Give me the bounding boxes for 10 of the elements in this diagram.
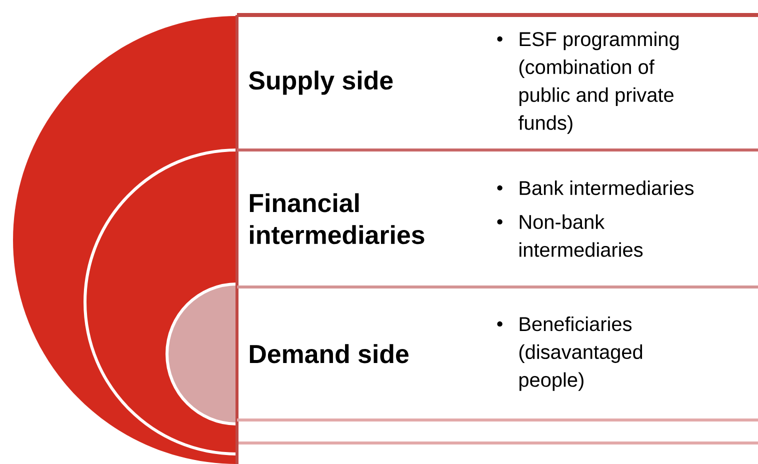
row-box (237, 316, 758, 422)
bullet-item: Non-bank intermediaries (497, 214, 643, 257)
row-box (237, 180, 758, 288)
row-heading: Financial intermediaries (250, 193, 424, 244)
row-box (237, 32, 758, 152)
bullet-item: Beneficiaries (disavantaged people) (497, 316, 642, 391)
bullet-item: ESF programming (combination of public and private funds) (497, 32, 679, 134)
bullet-item: Bank intermediaries (497, 180, 694, 196)
row-heading: Demand side (250, 344, 408, 364)
row-heading: Supply side (248, 70, 393, 95)
